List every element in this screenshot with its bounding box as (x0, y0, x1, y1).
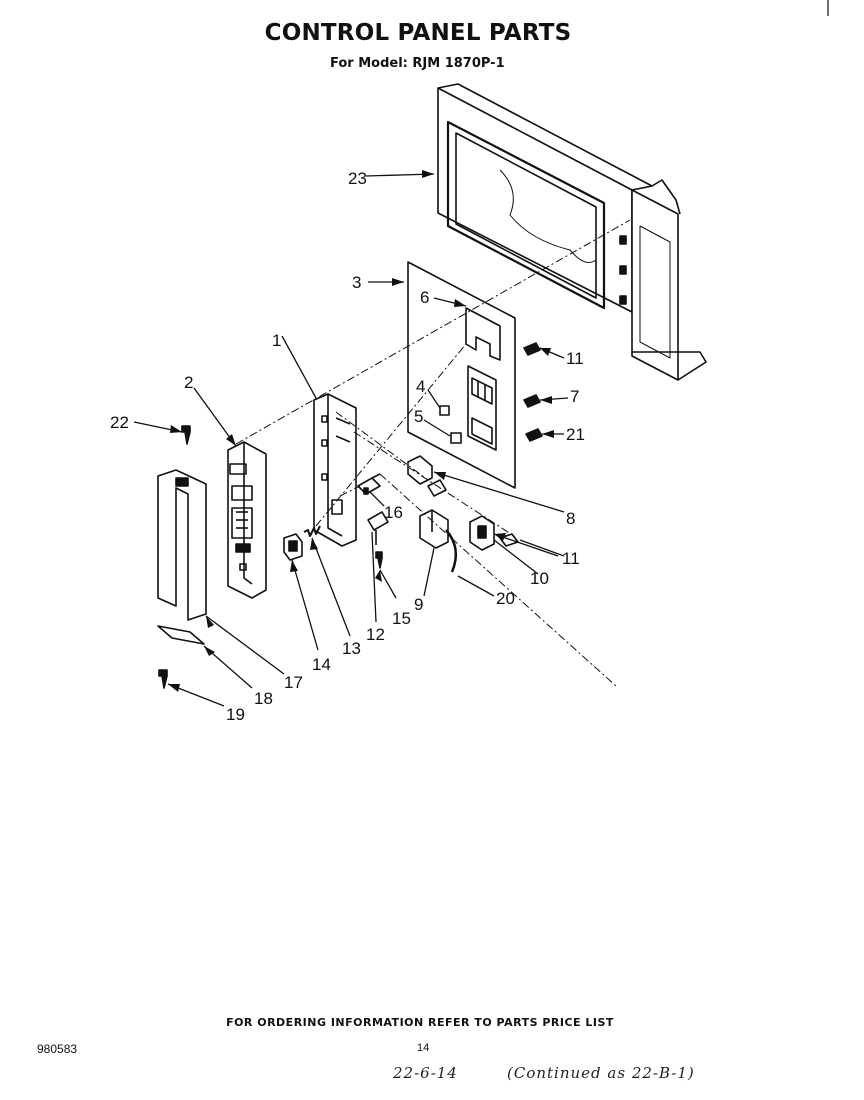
screw-11-upper (523, 342, 541, 356)
part-8-connector (407, 455, 447, 497)
part-4-square (439, 405, 450, 416)
part-23-front-frame (437, 83, 707, 381)
ordering-note: FOR ORDERING INFORMATION REFER TO PARTS … (226, 1016, 614, 1029)
callout-11-upper: 11 (566, 349, 584, 368)
part-9-relay (419, 509, 449, 549)
part-18-end-cap (157, 625, 205, 645)
page-title: CONTROL PANEL PARTS (264, 20, 572, 46)
screw-21 (525, 428, 543, 442)
part-14-knob (283, 533, 303, 561)
screw-7 (523, 394, 541, 408)
part-2-control-panel (227, 441, 267, 599)
callout-17: 17 (284, 673, 303, 692)
part-15-screw (375, 551, 383, 569)
part-16-switch (357, 473, 381, 495)
part-17-trim (157, 469, 207, 621)
callout-9: 9 (414, 595, 423, 614)
part-19-screw (158, 669, 168, 689)
part-5-square (450, 432, 462, 444)
part-10-switch (469, 515, 519, 551)
callout-21: 21 (566, 425, 585, 444)
part-22-screw (181, 425, 191, 445)
callout-8: 8 (566, 509, 575, 528)
callout-12: 12 (366, 625, 385, 644)
part-6-bracket (465, 307, 501, 361)
callout-18: 18 (254, 689, 273, 708)
callout-3: 3 (352, 273, 361, 292)
callout-22: 22 (110, 413, 129, 432)
callout-13: 13 (342, 639, 361, 658)
keypad-board (467, 365, 497, 451)
callout-1: 1 (272, 331, 281, 350)
callout-23: 23 (348, 169, 367, 188)
callout-16: 16 (384, 503, 403, 522)
callout-19: 19 (226, 705, 245, 724)
handwritten-reference: 22-6-14 (393, 1064, 458, 1082)
callout-2: 2 (184, 373, 193, 392)
callout-4: 4 (416, 377, 425, 396)
callout-6: 6 (420, 288, 429, 307)
part-1-bracket (313, 393, 357, 547)
page-number: 14 (417, 1042, 430, 1054)
model-subtitle: For Model: RJM 1870P-1 (330, 56, 505, 71)
callout-14: 14 (312, 655, 331, 674)
callout-20: 20 (496, 589, 515, 608)
callout-5: 5 (414, 407, 423, 426)
callout-11-lower: 11 (562, 549, 580, 568)
callout-10: 10 (530, 569, 549, 588)
part-12-connector (367, 511, 389, 545)
part-13-spring (303, 525, 321, 537)
callout-15: 15 (392, 609, 411, 628)
handwritten-continuation-note: (Continued as 22-B-1) (507, 1064, 695, 1082)
part-20-wire (445, 529, 458, 573)
document-number: 980583 (37, 1042, 78, 1056)
callout-7: 7 (570, 387, 579, 406)
